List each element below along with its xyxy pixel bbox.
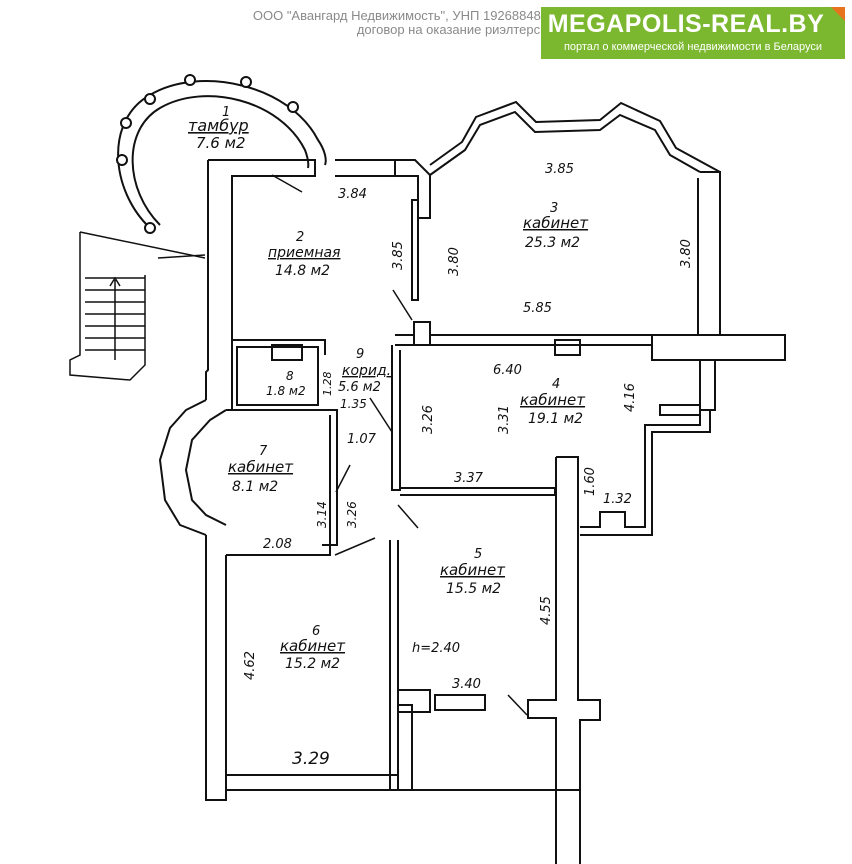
dim-label: 4.55 <box>539 596 554 625</box>
room-2-number: 2 <box>296 230 304 245</box>
room-3-number: 3 <box>550 201 558 216</box>
room-9-name: корид. <box>342 363 391 379</box>
room-6-name: кабинет <box>280 637 346 655</box>
dim-label: 3.85 <box>545 162 574 177</box>
room-5-number: 5 <box>474 547 482 562</box>
dim-label: 3.31 <box>497 405 512 434</box>
room-7-name: кабинет <box>228 458 294 476</box>
dim-label: 3.26 <box>345 501 359 528</box>
dim-label: 3.37 <box>454 471 484 486</box>
dim-label: 3.40 <box>452 677 481 692</box>
dim-label: 3.80 <box>447 247 462 276</box>
dimension-labels: 3.84 3.85 3.80 3.85 3.80 5.85 6.40 4.16 … <box>243 162 694 769</box>
logo-subtitle: портал о коммерческой недвижимости в Бел… <box>563 41 823 53</box>
dim-label: 4.16 <box>623 383 638 412</box>
room-5-area: 15.5 м2 <box>446 581 501 597</box>
dim-label: 3.84 <box>338 187 367 202</box>
room-4-name: кабинет <box>520 391 586 409</box>
room-labels: 1 тамбур 7.6 м2 2 приемная 14.8 м2 3 каб… <box>188 105 589 672</box>
door-swings <box>271 174 528 716</box>
room-9-number: 9 <box>356 347 364 362</box>
stairs <box>69 231 206 381</box>
room-6-area: 15.2 м2 <box>285 656 340 672</box>
tambour-arc <box>117 80 327 229</box>
dim-label: 5.85 <box>523 301 552 316</box>
room-9-area: 5.6 м2 <box>338 380 381 395</box>
site-logo[interactable]: MEGAPOLIS-REAL.BY портал о коммерческой … <box>541 7 845 59</box>
room-8-number: 8 <box>286 369 294 383</box>
dim-label: 3.85 <box>391 241 406 270</box>
room-5-name: кабинет <box>440 561 506 579</box>
room-4-area: 19.1 м2 <box>528 411 583 427</box>
dim-label: 3.80 <box>679 239 694 268</box>
room-2-name: приемная <box>268 245 340 261</box>
dim-label: 1.28 <box>321 372 334 397</box>
room-6-number: 6 <box>312 624 320 639</box>
dim-label: 1.35 <box>340 397 367 411</box>
dim-label: 1.32 <box>603 492 632 507</box>
room-3-name: кабинет <box>523 214 589 232</box>
walls <box>158 100 786 864</box>
dim-label: 3.29 <box>292 749 330 769</box>
room-1-number: 1 <box>222 105 230 120</box>
dim-label: 6.40 <box>493 363 522 378</box>
logo-title: MEGAPOLIS-REAL.BY <box>547 10 825 38</box>
room-7-number: 7 <box>259 444 268 459</box>
room-8-area: 1.8 м2 <box>266 384 306 398</box>
room-4-number: 4 <box>552 377 560 392</box>
room-1-area: 7.6 м2 <box>196 134 245 152</box>
ceiling-height: h=2.40 <box>412 641 460 656</box>
logo-corner-mark <box>831 7 845 21</box>
dim-label: 3.14 <box>315 501 329 528</box>
room-7-area: 8.1 м2 <box>232 479 278 495</box>
dim-label: 4.62 <box>243 651 258 680</box>
room-3-area: 25.3 м2 <box>525 235 580 251</box>
dim-label: 1.07 <box>347 432 377 447</box>
tambour-posts <box>116 74 299 234</box>
dim-label: 1.60 <box>583 467 598 496</box>
room-1-name: тамбур <box>188 116 249 135</box>
dim-label: 3.26 <box>421 405 436 434</box>
room-2-area: 14.8 м2 <box>275 263 330 279</box>
dim-label: 2.08 <box>263 537 292 552</box>
